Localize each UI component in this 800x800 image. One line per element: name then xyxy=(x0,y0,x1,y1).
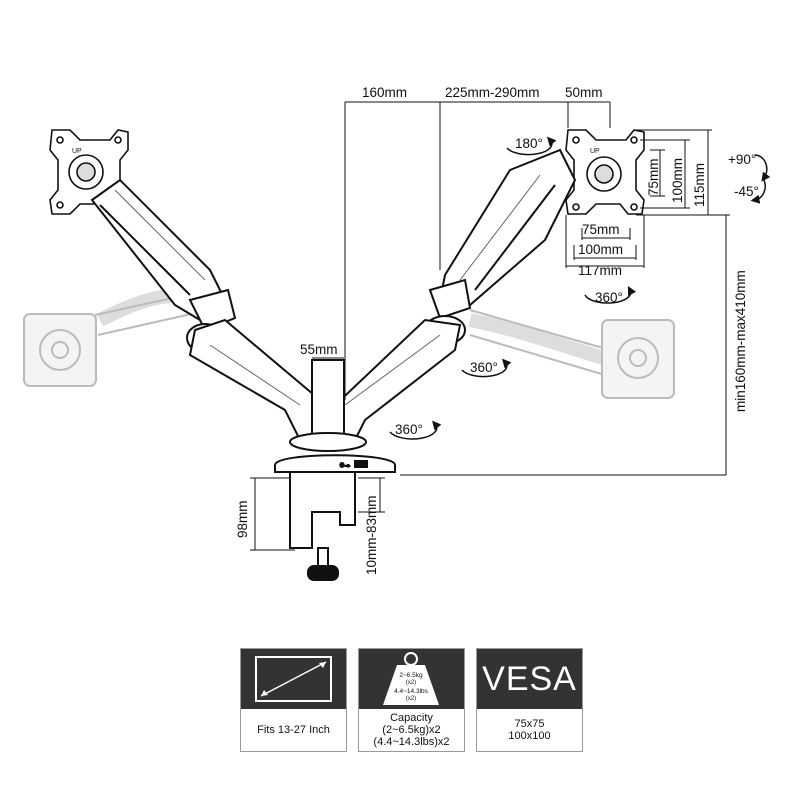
weight-bottom: 4.4~14.3lbs xyxy=(394,688,429,695)
weight-bottom-x: (x2) xyxy=(406,696,416,702)
base-plate: o→ xyxy=(274,454,396,473)
card-vesa-caption: 75x75 100x100 xyxy=(477,709,582,751)
dim-vesa-75w: 75mm xyxy=(582,222,620,237)
card-capacity-graphic: 2~6.5kg (x2) 4.4~14.3lbs (x2) xyxy=(359,649,464,709)
card-screen-size-caption: Fits 13-27 Inch xyxy=(257,724,330,736)
dim-height-range: min160mm-max410mm xyxy=(733,270,748,412)
capacity-caption-1: Capacity xyxy=(390,712,433,724)
vesa-big-text: VESA xyxy=(482,659,577,698)
rot-360-mid-label: 360° xyxy=(470,360,498,375)
vesa-caption-2: 100x100 xyxy=(508,730,551,742)
rot-180-label: 180° xyxy=(515,136,543,151)
dimension-lines xyxy=(250,101,730,551)
card-screen-size-graphic xyxy=(241,649,346,709)
tilt-up-label: +90° xyxy=(728,152,756,167)
dim-clamp-10-83: 10mm-83mm xyxy=(364,495,379,575)
card-capacity-caption: Capacity (2~6.5kg)x2 (4.4~14.3lbs)x2 xyxy=(359,709,464,751)
monitor-diagonal-icon xyxy=(255,656,332,702)
dim-vesa-75h: 75mm xyxy=(646,158,661,196)
dim-160: 160mm xyxy=(362,85,407,100)
weight-icon: 2~6.5kg (x2) 4.4~14.3lbs (x2) xyxy=(383,652,439,705)
dim-vesa-100h: 100mm xyxy=(670,158,685,203)
dim-225-290: 225mm-290mm xyxy=(445,85,540,100)
dim-pole-55: 55mm xyxy=(300,342,338,357)
dim-vesa-115h: 115mm xyxy=(692,163,707,207)
right-plate-up-label: UP xyxy=(590,148,600,155)
card-screen-size: Fits 13-27 Inch xyxy=(240,648,347,752)
weight-top-x: (x2) xyxy=(406,680,416,686)
usb-label: o→ xyxy=(340,462,351,469)
card-capacity: 2~6.5kg (x2) 4.4~14.3lbs (x2) Capacity (… xyxy=(358,648,465,752)
ghost-right-arm xyxy=(468,309,675,399)
left-lower-arm xyxy=(188,318,327,442)
rot-360-right-label: 360° xyxy=(595,290,623,305)
dim-vesa-117w: 117mm xyxy=(578,263,622,278)
rot-360-base-label: 360° xyxy=(395,422,423,437)
card-vesa-graphic: VESA xyxy=(477,649,582,709)
capacity-caption-3: (4.4~14.3lbs)x2 xyxy=(373,736,450,748)
rotation-arcs xyxy=(389,136,771,440)
pole xyxy=(289,359,367,452)
card-vesa: VESA 75x75 100x100 xyxy=(476,648,583,752)
dim-50: 50mm xyxy=(565,85,603,100)
dim-vesa-100w: 100mm xyxy=(578,242,623,257)
weight-top: 2~6.5kg xyxy=(399,672,423,679)
capacity-caption-2: (2~6.5kg)x2 xyxy=(382,724,441,736)
dim-clamp-98: 98mm xyxy=(235,500,250,538)
vesa-caption-1: 75x75 xyxy=(514,718,545,730)
desk-clamp xyxy=(289,471,356,581)
ghost-left-arm xyxy=(23,289,201,387)
left-plate-up-label: UP xyxy=(72,148,82,155)
tilt-down-label: -45° xyxy=(734,184,759,199)
right-vesa-plate xyxy=(565,129,645,215)
